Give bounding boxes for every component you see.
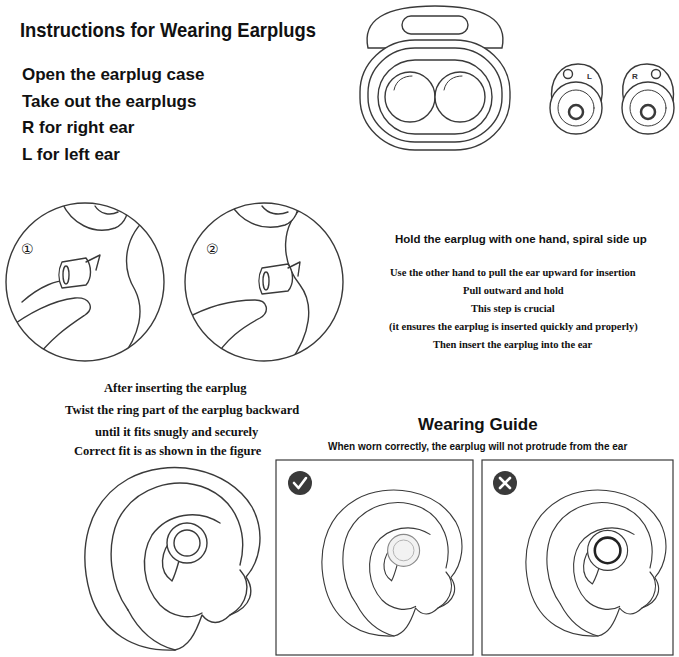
instruction-heading: Hold the earplug with one hand, spiral s… xyxy=(395,233,647,247)
earplug-pair-part xyxy=(630,90,666,126)
step-one-illustration-part-part xyxy=(86,255,100,270)
wrong-fit-panel-part-part xyxy=(595,538,621,564)
step-text: L for left ear xyxy=(22,145,120,165)
step-two-illustration-part-part xyxy=(263,272,269,290)
earplug-pair-part xyxy=(652,70,661,79)
step-one-illustration-part-part xyxy=(63,266,69,284)
step-one-illustration-part-part xyxy=(120,215,150,360)
earplug-case-part xyxy=(444,76,462,90)
wrong-fit-panel-part xyxy=(482,460,673,655)
earplug-pair-part xyxy=(622,82,674,134)
wrong-fit-panel-part xyxy=(493,471,517,495)
fitted-ear xyxy=(85,468,260,651)
instruction-text: (it ensures the earplug is inserted quic… xyxy=(389,321,638,334)
step-one-illustration xyxy=(0,198,164,366)
step-one-illustration-part xyxy=(0,198,150,366)
ear-mark: L xyxy=(587,72,592,82)
earplug-pair-part xyxy=(641,105,655,119)
earplug-case-part xyxy=(402,16,468,34)
earplug-case-part xyxy=(368,48,502,142)
correct-fit-panel-part-part xyxy=(393,540,414,561)
fit-text: After inserting the earplug xyxy=(104,381,246,396)
earplug-pair xyxy=(550,64,674,134)
note-text: When worn correctly, the earplug will no… xyxy=(328,441,627,453)
step-one-illustration-part-part xyxy=(0,298,90,366)
wrong-fit-panel-part-part xyxy=(526,490,666,636)
step-two-illustration-part xyxy=(180,198,309,366)
instruction-text: Then insert the earplug into the ear xyxy=(433,339,592,352)
earplug-case-part xyxy=(360,40,510,150)
correct-fit-panel-part xyxy=(322,490,462,636)
section-heading: Wearing Guide xyxy=(418,415,538,435)
earplug-case-part xyxy=(378,60,492,134)
step-two-illustration xyxy=(180,198,343,366)
wrong-fit-panel-part xyxy=(526,490,666,636)
step-number: ② xyxy=(206,241,219,258)
fitted-ear-part xyxy=(85,468,260,651)
fit-text: Twist the ring part of the earplug backw… xyxy=(65,403,299,418)
fitted-ear-part xyxy=(167,523,207,563)
instruction-text: This step is crucial xyxy=(471,303,555,316)
wrong-fit-panel-part-part xyxy=(588,530,628,570)
correct-fit-panel-part xyxy=(294,478,306,488)
step-two-illustration-part xyxy=(185,203,343,361)
earplug-case-part xyxy=(394,76,412,90)
earplug-pair-part xyxy=(564,70,573,79)
step-text: Take out the earplugs xyxy=(22,92,196,112)
fit-text: until it fits snugly and securely xyxy=(95,425,258,440)
earplug-case-part xyxy=(385,72,435,122)
instruction-text: Use the other hand to pull the ear upwar… xyxy=(390,267,636,280)
step-one-illustration-part xyxy=(6,203,164,361)
step-one-illustration-part-part xyxy=(95,206,118,214)
step-one-illustration-part-part xyxy=(60,198,128,230)
ear-mark: R xyxy=(632,72,638,82)
step-number: ① xyxy=(21,241,34,258)
correct-fit-panel-part-part xyxy=(388,534,420,566)
earplug-pair-part xyxy=(569,105,583,119)
step-two-illustration-part-part xyxy=(259,264,293,294)
correct-fit-panel-part xyxy=(288,471,312,495)
earplug-pair-part xyxy=(550,82,602,134)
step-two-illustration-part-part xyxy=(288,262,300,276)
step-two-illustration-part-part xyxy=(180,300,266,366)
instruction-text: Pull outward and hold xyxy=(463,285,564,298)
page-title: Instructions for Wearing Earplugs xyxy=(20,17,316,42)
correct-fit-panel xyxy=(276,460,473,655)
fit-text: Correct fit is as shown in the figure xyxy=(74,444,261,459)
correct-fit-panel-part-part xyxy=(322,490,462,636)
wrong-fit-panel-part xyxy=(500,478,510,488)
correct-fit-panel-part xyxy=(276,460,473,655)
fitted-ear-part xyxy=(174,530,200,556)
step-two-illustration-part-part xyxy=(262,206,288,214)
earplug-pair-part xyxy=(558,90,594,126)
step-text: Open the earplug case xyxy=(22,65,204,85)
earplug-case-part xyxy=(435,72,485,122)
step-text: R for right ear xyxy=(22,118,134,138)
wrong-fit-panel xyxy=(482,460,673,655)
earplug-case xyxy=(360,6,510,150)
